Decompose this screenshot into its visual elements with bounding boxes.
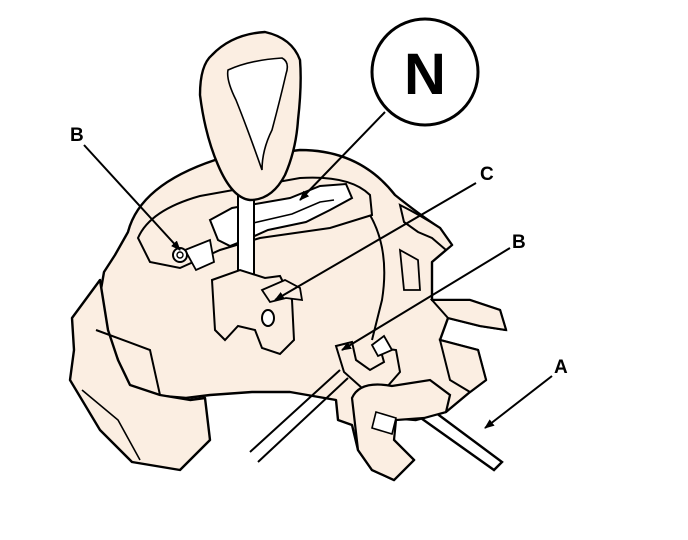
lower-housing	[350, 378, 452, 482]
cable-clip-tab	[370, 334, 394, 358]
cable-inner-line	[249, 369, 341, 453]
b-right-callout: B	[512, 232, 526, 253]
n-callout-label: N	[404, 42, 446, 107]
c-leader	[274, 182, 477, 301]
b-left-leader	[83, 144, 181, 251]
lever-base-side	[260, 279, 304, 304]
c-callout: C	[480, 164, 494, 185]
left-pin-inner	[176, 251, 184, 259]
gate-slot-inner	[239, 199, 335, 227]
gate-slot-notch	[183, 238, 216, 272]
lower-housing-slot	[371, 410, 397, 436]
right-bracket	[398, 203, 454, 252]
flange-crease	[95, 329, 161, 396]
a-callout: A	[554, 357, 568, 378]
console-flange-left	[68, 278, 212, 472]
right-arm-tab	[438, 338, 488, 394]
cable-inner-line-2	[257, 377, 349, 463]
right-housing-detail	[398, 248, 421, 291]
n-leader	[299, 111, 386, 201]
b-left-callout: B	[70, 125, 84, 146]
right-housing-edge	[369, 214, 386, 341]
right-arm	[429, 299, 508, 332]
cable-end-pin	[261, 309, 275, 327]
n-callout-circle	[370, 17, 480, 127]
b-right-leader	[341, 247, 511, 351]
flange-crease-2	[81, 389, 141, 461]
a-leader	[484, 375, 553, 429]
knob-highlight	[226, 57, 289, 171]
left-pin	[172, 247, 188, 263]
